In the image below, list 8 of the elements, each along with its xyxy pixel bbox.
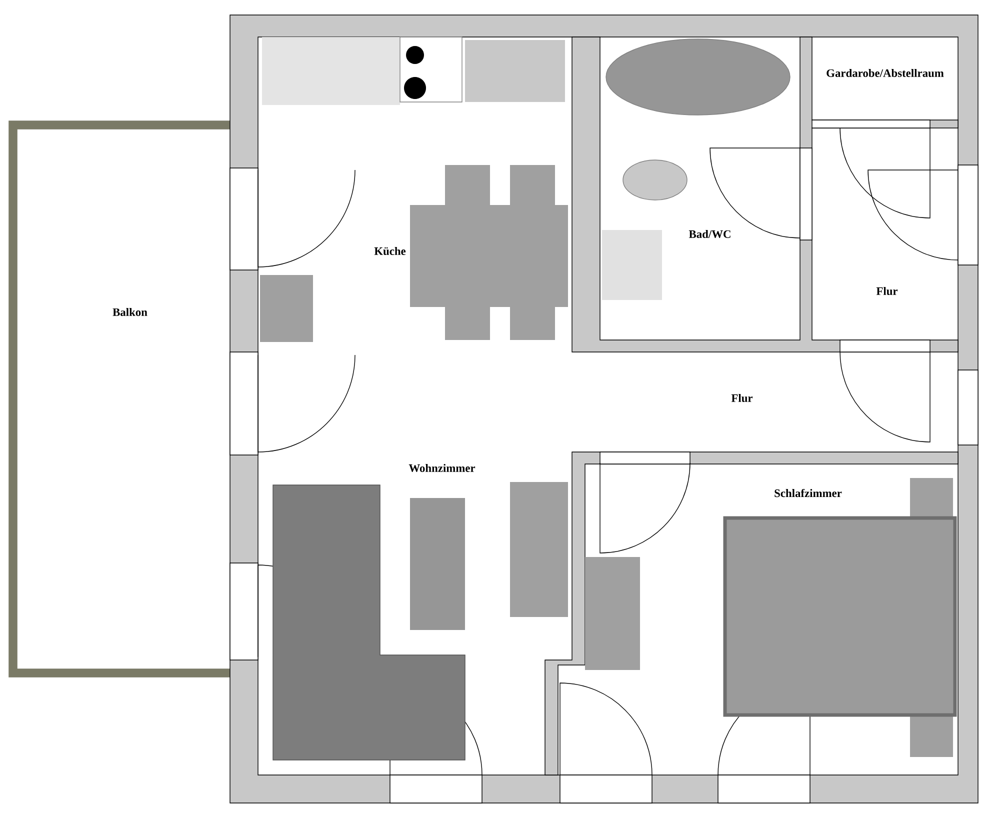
room-label: Küche bbox=[374, 246, 406, 256]
room-label: Schlafzimmer bbox=[774, 488, 842, 498]
room-label: Gardarobe/Abstellraum bbox=[826, 68, 944, 78]
room-label: Flur bbox=[876, 286, 898, 296]
room-label: Balkon bbox=[112, 308, 148, 316]
room-label: Bad/WC bbox=[688, 230, 730, 238]
room-label: Wohnzimmer bbox=[408, 464, 476, 472]
room-label: Flur bbox=[731, 394, 753, 402]
